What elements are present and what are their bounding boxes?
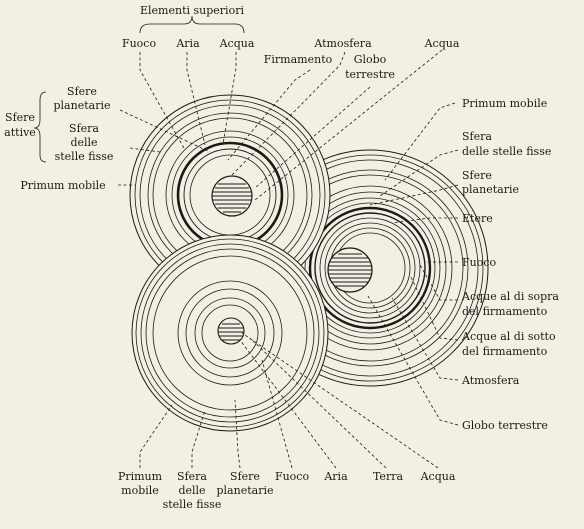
right-label-primum-mobile: Primum mobile — [462, 97, 547, 110]
bottom-label-sfere-2: planetarie — [217, 484, 274, 497]
top-label-acqua-right: Acqua — [424, 37, 460, 50]
right-label-atmosfera: Atmosfera — [461, 374, 520, 387]
top-label-globo-1: Globo — [354, 53, 387, 66]
top-label-globo-2: terrestre — [345, 68, 395, 81]
left-label-sfera-stelle-3: stelle fisse — [55, 150, 114, 163]
top-label-fuoco: Fuoco — [122, 37, 157, 50]
upper-globe-icon — [211, 175, 253, 217]
right-globe-icon — [327, 247, 373, 293]
right-label-sfere-planetarie-2: planetarie — [462, 183, 519, 196]
left-bracket — [33, 91, 47, 163]
lower-globe-icon — [217, 317, 245, 345]
bottom-label-acqua: Acqua — [420, 470, 456, 483]
left-label-sfera-stelle-2: delle — [70, 136, 97, 149]
right-label-sfere-planetarie-1: Sfere — [462, 169, 492, 182]
top-header: Elementi superiori — [140, 4, 244, 17]
right-label-sfera-stelle-2: delle stelle fisse — [462, 145, 551, 158]
left-label-sfere-planetarie-1: Sfere — [67, 85, 97, 98]
top-label-acqua: Acqua — [219, 37, 255, 50]
bottom-label-primum-2: mobile — [121, 484, 159, 497]
left-label-sfere-attive-1: Sfere — [5, 111, 35, 124]
bottom-label-sfera-3: stelle fisse — [163, 498, 222, 511]
right-label-fuoco: Fuoco — [462, 256, 497, 269]
bottom-label-aria: Aria — [323, 470, 348, 483]
lower-system — [131, 234, 329, 432]
bottom-label-primum-1: Primum — [118, 470, 163, 483]
right-label-etere: Etere — [462, 212, 493, 225]
right-label-sfera-stelle-1: Sfera — [462, 130, 492, 143]
top-label-aria: Aria — [175, 37, 200, 50]
right-label-acque-sotto-2: del firmamento — [462, 345, 548, 358]
bottom-label-terra: Terra — [373, 470, 404, 483]
right-label-acque-sopra-1: Acque al di sopra — [461, 290, 559, 303]
top-label-atmosfera: Atmosfera — [313, 37, 372, 50]
bottom-label-sfera-2: delle — [178, 484, 205, 497]
right-label-globo-terrestre: Globo terrestre — [462, 419, 548, 432]
left-label-sfera-stelle-1: Sfera — [69, 122, 99, 135]
bottom-label-sfera-1: Sfera — [177, 470, 207, 483]
left-label-sfere-planetarie-2: planetarie — [54, 99, 111, 112]
right-label-acque-sotto-1: Acque al di sotto — [461, 330, 556, 343]
bottom-label-sfere-1: Sfere — [230, 470, 260, 483]
top-bracket — [139, 15, 245, 34]
top-label-firmamento: Firmamento — [264, 53, 333, 66]
left-label-sfere-attive-2: attive — [4, 126, 36, 139]
right-label-acque-sopra-2: del firmamento — [462, 305, 548, 318]
bottom-label-fuoco: Fuoco — [275, 470, 310, 483]
left-label-primum-mobile: Primum mobile — [20, 179, 105, 192]
leader-lines — [118, 49, 459, 469]
